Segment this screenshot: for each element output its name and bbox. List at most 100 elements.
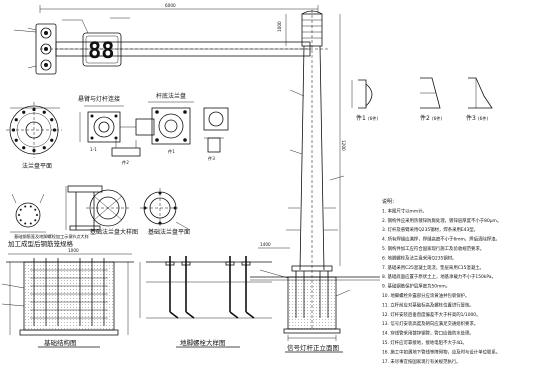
flange-bolt-hole (32, 148, 36, 153)
note-line: 3. 灯杆及悬臂采用Q235钢材，焊条采用E43型。 (382, 226, 478, 233)
note-line: 16. 施工中如遇地下管线等障碍物，应及时与设计单位联系。 (382, 348, 500, 355)
signal-lamp-red (40, 27, 52, 39)
note-line: 17. 未尽事宜按国家现行有关规范执行。 (382, 358, 461, 365)
span-dimension-text: 6000 (165, 3, 176, 8)
flange-plan-title: 法兰盘平面 (22, 162, 52, 170)
note-line: 1. 本图尺寸以mm计。 (382, 207, 427, 214)
mast-arm-assembly: 6000 88 (13, 3, 330, 75)
pole-foundation-section: 信号灯杆正立面图 (250, 269, 380, 353)
mast-joint-plan: 悬臂与灯杆连接 1-1 (78, 95, 155, 152)
cage-rebar (29, 222, 32, 225)
pole-shaft-left (299, 45, 305, 271)
svg-text:(6件): (6件) (432, 115, 442, 122)
part-2-detail: 件2 (6件) (420, 77, 442, 122)
anchor-nut (165, 261, 175, 266)
svg-text:件2: 件2 (420, 114, 430, 122)
anchor-bolt-hook (169, 311, 179, 319)
pole-base-flange-plan: 杆底法兰盘 件1 (148, 92, 194, 155)
pole-shaft-right (319, 45, 325, 271)
cage-rebar (18, 214, 20, 216)
anchor-nut (181, 261, 191, 266)
anchor-bolt-title: 地脚螺栓大样图 (180, 338, 226, 347)
flange-bolt-hole (42, 146, 46, 150)
small-parts-row: 件2 件3 (111, 107, 229, 166)
note-line: 11. 立杆前应对基础标高及螺栓位置进行复核。 (382, 301, 474, 308)
note-line: 15. 灯杆应可靠接地，接地电阻不大于4Ω。 (382, 339, 467, 346)
svg-text:基础钢筋笼及地脚螺栓加工示意: 基础钢筋笼及地脚螺栓加工示意 (14, 233, 73, 240)
svg-text:1200: 1200 (341, 140, 346, 151)
note-line: 7. 基础采用C25混凝土现浇，垫层采用C15混凝土。 (382, 264, 484, 271)
flange-bolt-hole (52, 128, 57, 132)
svg-text:件1: 件1 (168, 148, 175, 155)
anchor-plan: 基础法兰盘平面 (140, 188, 191, 236)
note-line: 6. 地脚螺栓及法兰盘采用Q235钢材。 (382, 254, 457, 261)
countdown-display: 88 (82, 32, 122, 67)
svg-text:1-1: 1-1 (90, 147, 97, 152)
anchor-bolt-detail: 1400 地脚螺栓大样图 (139, 242, 290, 348)
cage-rebar (19, 219, 22, 222)
flange-bolt-hole (50, 118, 54, 122)
svg-text:(6件): (6件) (368, 115, 378, 122)
cage-rebar (34, 219, 37, 222)
svg-text:件1: 件1 (356, 114, 366, 122)
anchor-bolt-hook (229, 311, 239, 319)
part-3-detail: 件3 (6件) (466, 77, 493, 122)
note-line: 10. 地脚螺栓外露部分应涂黄油并包裹保护。 (382, 292, 469, 299)
foundation-structure-title: 基础结构图 (44, 338, 77, 347)
note-line: 2. 钢构件应采用热镀锌防腐处理，镀锌层厚度不小于80μm。 (382, 217, 501, 224)
anchor-nut (241, 261, 251, 266)
foundation-structure: 1000 基础结构图 (1, 248, 134, 348)
elevation-title: 信号灯杆正立面图 (287, 343, 339, 352)
anchor-bolt-hook (245, 311, 255, 319)
pole-base-flange (291, 265, 333, 272)
cage-rebar (24, 222, 27, 225)
cage-rebar (29, 205, 32, 208)
cage-rebar (34, 208, 37, 211)
anchor-nut (225, 261, 235, 266)
note-line: 12. 灯杆安装后垂直度偏差不大于杆高的1/1000。 (382, 311, 480, 318)
note-line: 8. 基础底面应置于原状土上，地基承载力不小于150kPa。 (382, 273, 496, 280)
svg-text:件3: 件3 (208, 155, 215, 162)
note-line: 13. 信号灯安装高度及朝向应满足交通组织要求。 (382, 320, 478, 327)
svg-text:1000: 1000 (68, 248, 79, 253)
cage-rebar (36, 214, 38, 216)
svg-text:件3: 件3 (466, 114, 476, 122)
cage-spec-title: 加工成型后钢筋笼规格 (8, 239, 74, 248)
note-line: 14. 穿线管采用镀锌钢管，管口应做防水处理。 (382, 330, 474, 337)
signal-lamp-green (40, 59, 52, 71)
signal-lamp-yellow (40, 43, 52, 55)
note-line: 9. 基础钢筋保护层厚度为50mm。 (382, 283, 450, 290)
flange-bolt-hole (42, 110, 46, 114)
note-line: 4. 所有焊缝应满焊，焊缝高度不小于6mm，焊后清除焊渣。 (382, 236, 500, 243)
flange-bolt-hole (50, 138, 54, 142)
base-flange-detail: 基础法兰盘大样图 (86, 189, 138, 236)
base-flange-detail-title: 基础法兰盘大样图 (90, 228, 138, 236)
vertical-signal-head (27, 23, 57, 75)
foundation-bedding (283, 328, 341, 334)
flange-plan-view: 法兰盘平面 (6, 102, 62, 170)
flange-bolt-hole (14, 118, 18, 122)
general-notes: 说明： 1. 本图尺寸以mm计。 2. 钢构件应采用热镀锌防腐处理，镀锌层厚度不小于… (382, 198, 501, 365)
svg-text:节点大样: 节点大样 (72, 233, 89, 240)
svg-text:1000: 1000 (277, 21, 282, 32)
cage-spec-plan: 基础钢筋笼及地脚螺栓加工示意 加工成型后钢筋笼规格 (8, 193, 74, 248)
anchor-bolt-hook (185, 311, 195, 319)
svg-text:1400: 1400 (260, 242, 271, 247)
part-1-detail: 件1 (6件) (351, 79, 378, 122)
flange-bolt-hole (22, 110, 26, 114)
pole-base-flange-title: 杆底法兰盘 (156, 92, 186, 100)
countdown-digits: 88 (88, 39, 115, 64)
svg-text:(6件): (6件) (478, 115, 488, 122)
svg-text:件2: 件2 (122, 159, 129, 166)
flange-bolt-hole (14, 138, 18, 142)
anchor-plan-title: 基础法兰盘平面 (148, 228, 190, 236)
notes-heading: 说明： (382, 198, 397, 205)
cage-rebar (19, 208, 22, 211)
joint-detail-section: 节点大样 (65, 185, 103, 240)
flange-bolt-hole (22, 146, 26, 150)
cage-rebar (24, 205, 27, 208)
note-line: 5. 钢构件加工应符合国家现行施工及验收规范要求。 (382, 245, 484, 252)
mast-joint-title: 悬臂与灯杆连接 (78, 95, 120, 103)
